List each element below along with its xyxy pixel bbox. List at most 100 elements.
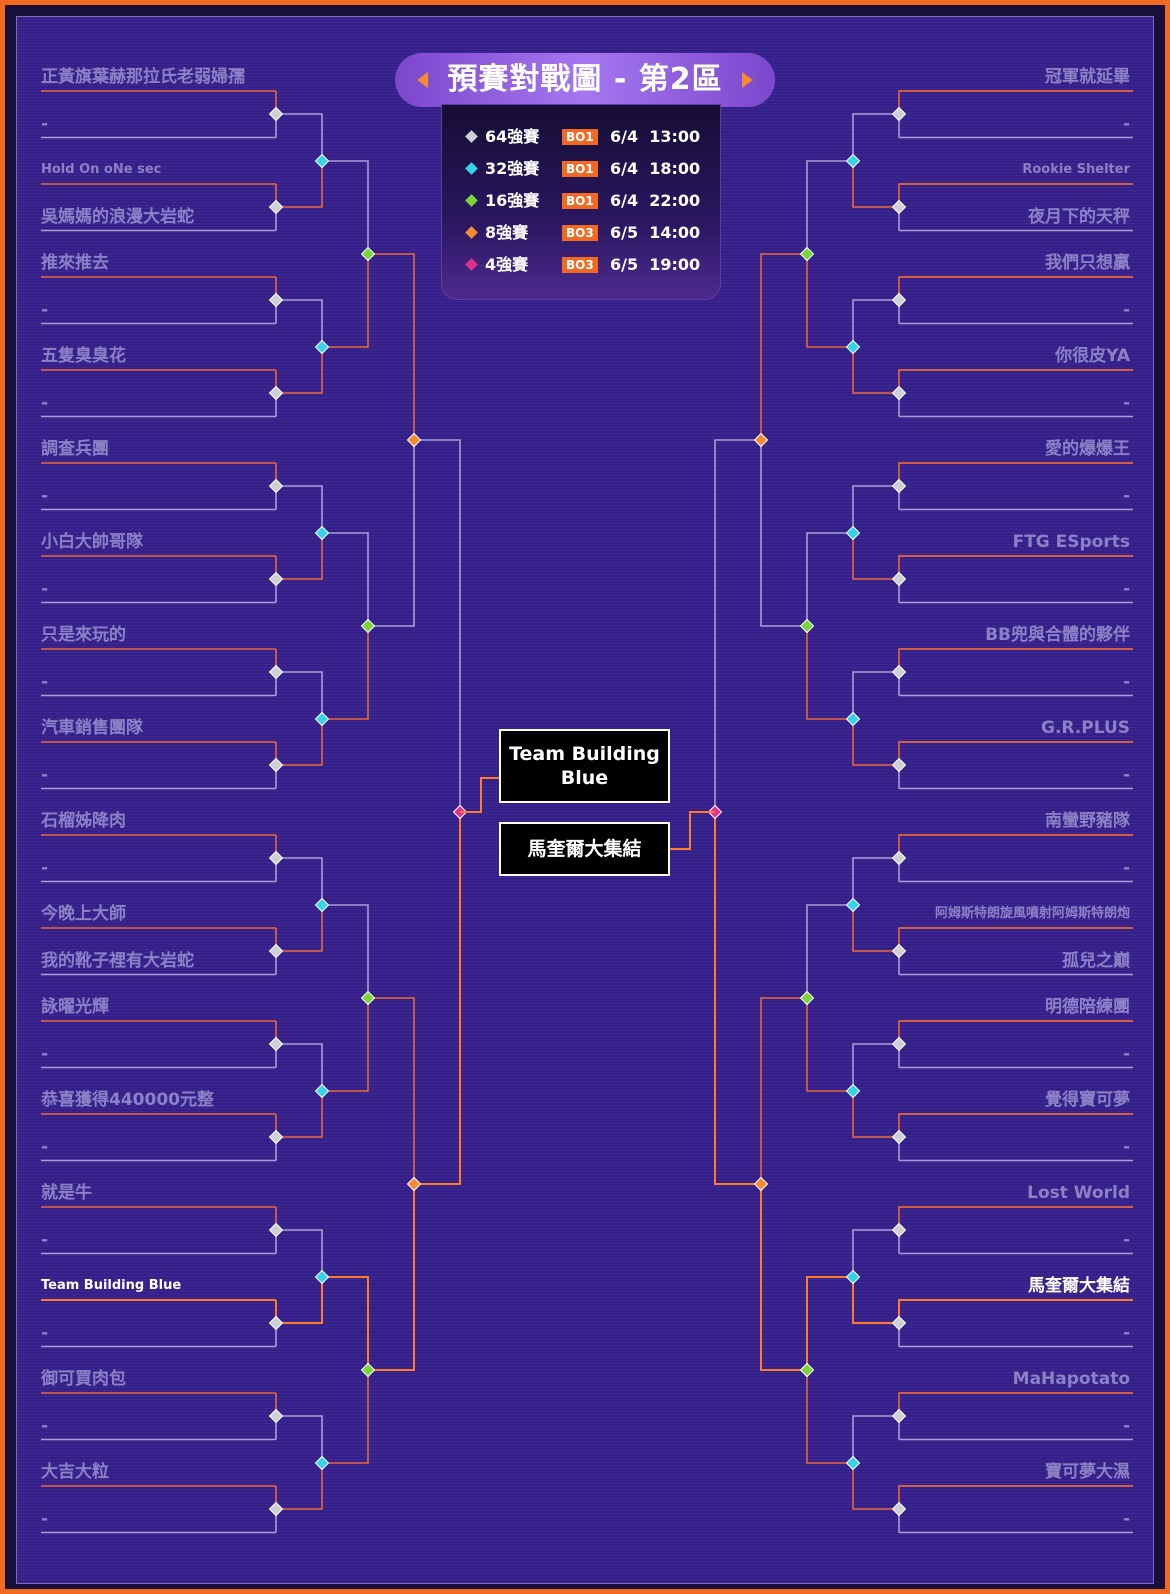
match-node-icon[interactable] (268, 292, 284, 308)
match-node-icon[interactable] (845, 1083, 861, 1099)
match-node-icon[interactable] (891, 1036, 907, 1052)
team-name[interactable]: 孤兒之巔 (1062, 950, 1130, 971)
team-name[interactable]: - (41, 671, 49, 692)
match-node-icon[interactable] (314, 1269, 330, 1285)
match-node-icon[interactable] (891, 757, 907, 773)
team-name[interactable]: 覺得寶可夢 (1045, 1090, 1130, 1110)
team-name[interactable]: - (1122, 113, 1130, 134)
match-node-icon[interactable] (268, 1129, 284, 1145)
match-node-icon[interactable] (268, 1315, 284, 1331)
match-node-icon[interactable] (360, 1362, 376, 1378)
team-name[interactable]: - (1122, 1136, 1130, 1157)
team-name[interactable]: 恭喜獲得440000元整 (41, 1090, 214, 1110)
match-node-icon[interactable] (753, 1176, 769, 1192)
finalist-box-right[interactable]: 馬奎爾大集結 (499, 822, 670, 876)
finalist-box-left[interactable]: Team Building Blue (499, 729, 670, 803)
match-node-icon[interactable] (799, 990, 815, 1006)
match-node-icon[interactable] (314, 525, 330, 541)
match-node-icon[interactable] (891, 199, 907, 215)
team-name[interactable]: 我們只想贏 (1045, 253, 1130, 273)
match-node-icon[interactable] (314, 153, 330, 169)
match-node-icon[interactable] (268, 757, 284, 773)
match-node-icon[interactable] (845, 711, 861, 727)
match-node-icon[interactable] (891, 292, 907, 308)
team-name[interactable]: - (41, 1415, 49, 1436)
team-name[interactable]: 調查兵團 (41, 439, 109, 459)
match-node-icon[interactable] (314, 897, 330, 913)
match-node-icon[interactable] (268, 385, 284, 401)
match-node-icon[interactable] (891, 1129, 907, 1145)
match-node-icon[interactable] (314, 711, 330, 727)
team-name[interactable]: 石榴姊降肉 (41, 811, 126, 831)
team-name[interactable]: - (1122, 764, 1130, 785)
team-name[interactable]: - (41, 578, 49, 599)
match-node-icon[interactable] (799, 246, 815, 262)
match-node-icon[interactable] (406, 1176, 422, 1192)
match-node-icon[interactable] (268, 1408, 284, 1424)
team-name[interactable]: - (1122, 299, 1130, 320)
team-name[interactable]: - (41, 857, 49, 878)
match-node-icon[interactable] (360, 990, 376, 1006)
match-node-icon[interactable] (314, 339, 330, 355)
match-node-icon[interactable] (268, 1222, 284, 1238)
team-name[interactable]: - (41, 113, 49, 134)
match-node-icon[interactable] (891, 1408, 907, 1424)
match-node-icon[interactable] (845, 897, 861, 913)
match-node-icon[interactable] (845, 525, 861, 541)
match-node-icon[interactable] (268, 664, 284, 680)
match-node-icon[interactable] (891, 478, 907, 494)
team-name[interactable]: 冠軍就延畢 (1045, 67, 1130, 87)
match-node-icon[interactable] (891, 571, 907, 587)
match-node-icon[interactable] (360, 246, 376, 262)
match-node-icon[interactable] (845, 339, 861, 355)
match-node-icon[interactable] (360, 618, 376, 634)
team-name[interactable]: - (1122, 485, 1130, 506)
team-name[interactable]: 我的靴子裡有大岩蛇 (41, 950, 194, 971)
match-node-icon[interactable] (268, 199, 284, 215)
team-name[interactable]: Lost World (1027, 1183, 1130, 1203)
team-name[interactable]: 推來推去 (41, 253, 109, 273)
match-node-icon[interactable] (891, 943, 907, 959)
match-node-icon[interactable] (406, 432, 422, 448)
match-node-icon[interactable] (268, 571, 284, 587)
team-name[interactable]: 只是來玩的 (41, 625, 126, 645)
team-name[interactable]: MaHapotato (1012, 1369, 1130, 1389)
match-node-icon[interactable] (268, 478, 284, 494)
team-name[interactable]: 今晚上大師 (41, 904, 126, 924)
match-node-icon[interactable] (845, 1269, 861, 1285)
team-name[interactable]: - (1122, 1508, 1130, 1529)
match-node-icon[interactable] (268, 106, 284, 122)
team-name[interactable]: - (1122, 1043, 1130, 1064)
team-name[interactable]: 寶可夢大濕 (1045, 1462, 1130, 1482)
team-name[interactable]: - (1122, 1415, 1130, 1436)
team-name[interactable]: 就是牛 (41, 1183, 92, 1203)
match-node-icon[interactable] (268, 850, 284, 866)
match-node-icon[interactable] (314, 1083, 330, 1099)
team-name[interactable]: Hold On oNe sec (41, 162, 162, 177)
match-node-icon[interactable] (845, 153, 861, 169)
team-name[interactable]: - (41, 1229, 49, 1250)
team-name[interactable]: - (41, 299, 49, 320)
team-name[interactable]: - (1122, 671, 1130, 692)
team-name[interactable]: 你很皮YA (1055, 346, 1130, 366)
team-name[interactable]: - (1122, 1229, 1130, 1250)
team-name[interactable]: 阿姆斯特朗旋風噴射阿姆斯特朗炮 (934, 906, 1130, 921)
match-node-icon[interactable] (891, 385, 907, 401)
team-name[interactable]: 汽車銷售團隊 (41, 718, 143, 738)
match-node-icon[interactable] (891, 850, 907, 866)
team-name[interactable]: G.R.PLUS (1040, 718, 1130, 738)
team-name[interactable]: - (41, 1508, 49, 1529)
match-node-icon[interactable] (314, 1455, 330, 1471)
team-name[interactable]: 五隻臭臭花 (41, 346, 126, 366)
team-name[interactable]: - (41, 764, 49, 785)
team-name[interactable]: 愛的爆爆王 (1045, 439, 1130, 459)
team-name[interactable]: - (1122, 1322, 1130, 1343)
team-name[interactable]: - (1122, 392, 1130, 413)
team-name[interactable]: 夜月下的天秤 (1028, 206, 1130, 227)
team-name[interactable]: - (1122, 857, 1130, 878)
match-node-icon[interactable] (799, 1362, 815, 1378)
match-node-icon[interactable] (799, 618, 815, 634)
team-name[interactable]: - (1122, 578, 1130, 599)
team-name[interactable]: 馬奎爾大集結 (1028, 1276, 1130, 1296)
match-node-icon[interactable] (891, 664, 907, 680)
